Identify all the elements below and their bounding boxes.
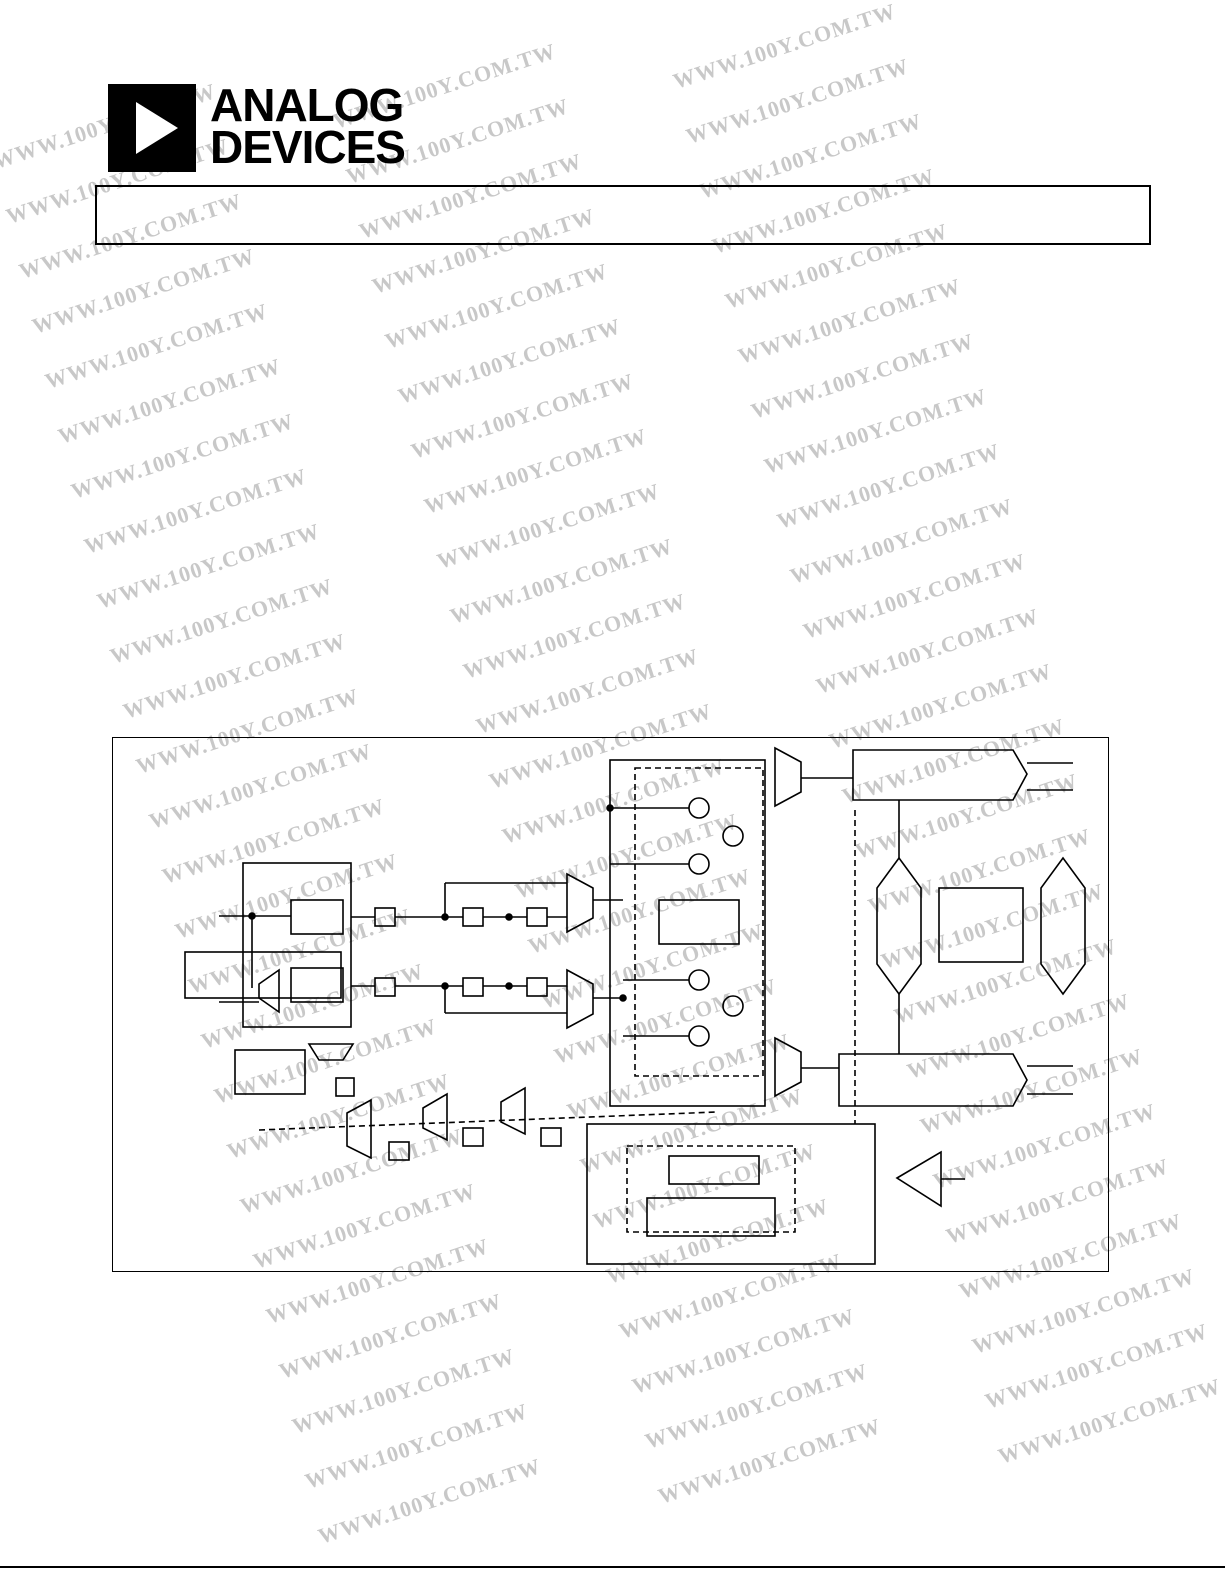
watermark-text: WWW.100Y.COM.TW	[761, 383, 991, 479]
watermark-text: WWW.100Y.COM.TW	[120, 628, 350, 724]
watermark-text: WWW.100Y.COM.TW	[447, 533, 677, 629]
watermark-text: WWW.100Y.COM.TW	[629, 1303, 859, 1399]
watermark-text: WWW.100Y.COM.TW	[995, 1373, 1225, 1469]
watermark-text: WWW.100Y.COM.TW	[670, 0, 900, 94]
watermark-text: WWW.100Y.COM.TW	[421, 423, 651, 519]
watermark-text: WWW.100Y.COM.TW	[813, 603, 1043, 699]
watermark-text: WWW.100Y.COM.TW	[460, 588, 690, 684]
watermark-text: WWW.100Y.COM.TW	[29, 243, 259, 339]
watermark-text: WWW.100Y.COM.TW	[276, 1288, 506, 1384]
watermark-text: WWW.100Y.COM.TW	[642, 1358, 872, 1454]
watermark-text: WWW.100Y.COM.TW	[434, 478, 664, 574]
watermark-text: WWW.100Y.COM.TW	[735, 273, 965, 369]
watermark-text: WWW.100Y.COM.TW	[969, 1263, 1199, 1359]
watermark-text: WWW.100Y.COM.TW	[787, 493, 1017, 589]
watermark-text: WWW.100Y.COM.TW	[800, 548, 1030, 644]
watermark-text: WWW.100Y.COM.TW	[107, 573, 337, 669]
title-box	[95, 185, 1151, 245]
watermark-text: WWW.100Y.COM.TW	[774, 438, 1004, 534]
analog-devices-logo: ANALOG DEVICES	[108, 79, 428, 174]
watermark-text: WWW.100Y.COM.TW	[408, 368, 638, 464]
footer-rule	[0, 1566, 1225, 1568]
watermark-text: WWW.100Y.COM.TW	[315, 1453, 545, 1549]
watermark-text: WWW.100Y.COM.TW	[289, 1343, 519, 1439]
watermark-text: WWW.100Y.COM.TW	[42, 298, 272, 394]
block-diagram-frame	[112, 737, 1109, 1272]
watermark-text: WWW.100Y.COM.TW	[81, 463, 311, 559]
logo-line-analog: ANALOG	[210, 79, 404, 131]
block-diagram	[184, 746, 1086, 1265]
logo-triangle-icon	[108, 84, 196, 172]
watermark-text: WWW.100Y.COM.TW	[382, 258, 612, 354]
watermark-text: WWW.100Y.COM.TW	[94, 518, 324, 614]
watermark-text: WWW.100Y.COM.TW	[473, 643, 703, 739]
watermark-text: WWW.100Y.COM.TW	[683, 53, 913, 149]
watermark-text: WWW.100Y.COM.TW	[655, 1413, 885, 1509]
watermark-text: WWW.100Y.COM.TW	[302, 1398, 532, 1494]
logo-wordmark: ANALOG DEVICES	[210, 79, 406, 173]
watermark-text: WWW.100Y.COM.TW	[982, 1318, 1212, 1414]
watermark-text: WWW.100Y.COM.TW	[55, 353, 285, 449]
watermark-text: WWW.100Y.COM.TW	[395, 313, 625, 409]
watermark-text: WWW.100Y.COM.TW	[68, 408, 298, 504]
logo-line-devices: DEVICES	[210, 121, 406, 173]
watermark-text: WWW.100Y.COM.TW	[748, 328, 978, 424]
